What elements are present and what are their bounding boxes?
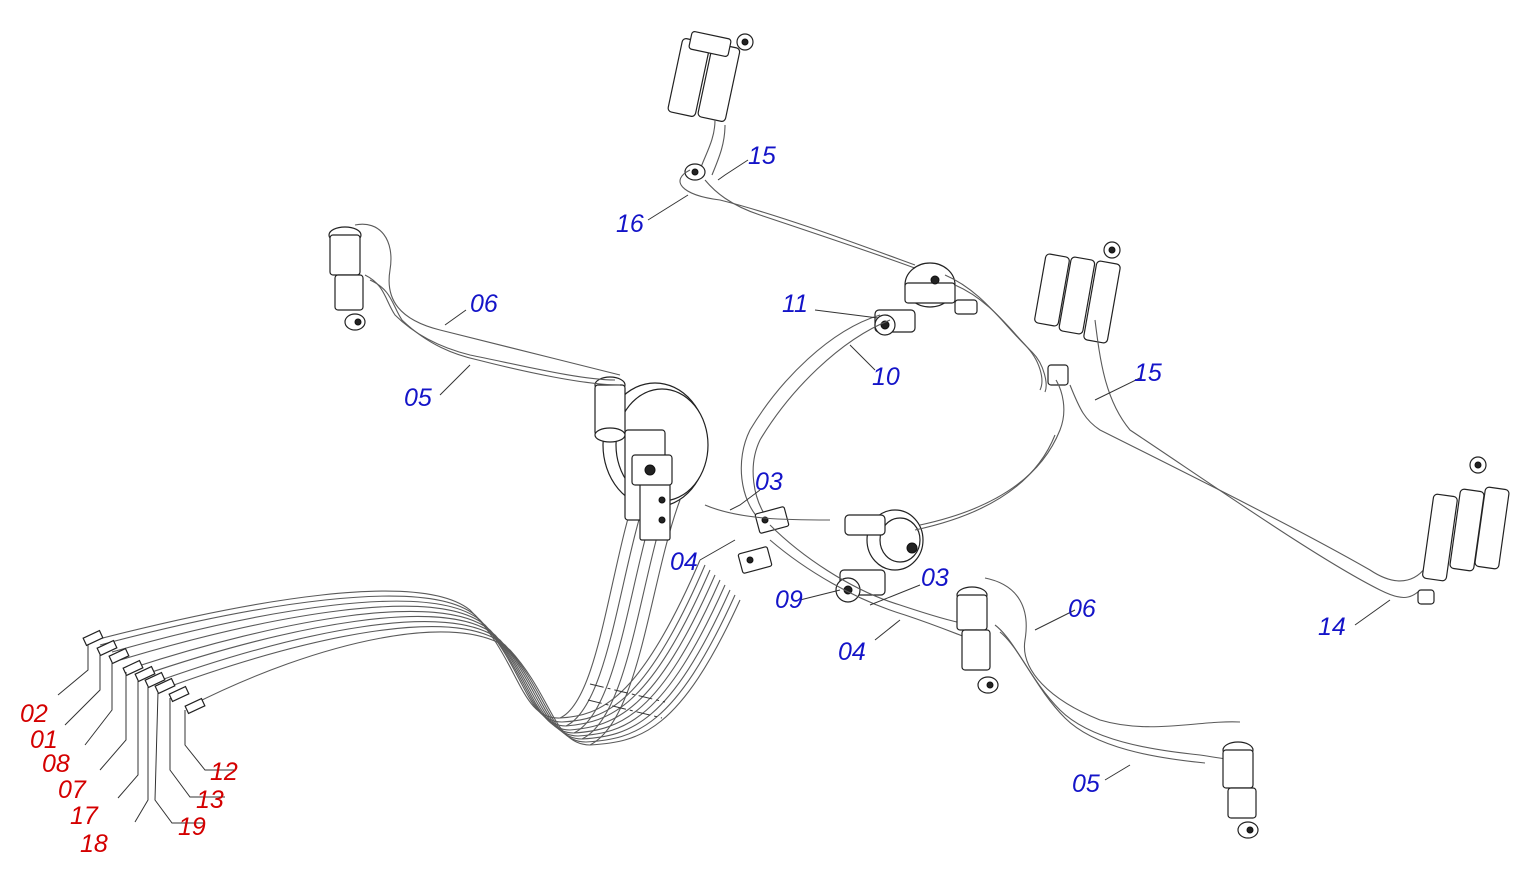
fitting-02 [82,629,104,647]
callout-label-16: 16 [616,210,644,238]
fitting-17 [134,665,156,683]
break-mark [587,683,666,719]
fitting-19 [154,677,176,695]
callout-label-03: 03 [755,468,783,496]
actuator-left-top [328,223,621,386]
callout-label-15: 15 [748,142,776,170]
actuator-right-low [1417,456,1510,605]
fitting-07 [122,659,144,677]
callout-label-06: 06 [470,290,498,318]
central-motor-drum [594,376,709,541]
actuator-lower-right [1222,741,1259,839]
fitting-08 [108,647,130,665]
callout-label-02: 02 [20,700,48,728]
callout-label-05: 05 [1072,770,1100,798]
callout-label-04: 04 [670,548,698,576]
callout-label-06: 06 [1068,595,1096,623]
callout-label-10: 10 [872,363,900,391]
callout-label-11: 11 [782,290,808,318]
actuator-top [667,30,921,271]
fitting-13 [168,685,190,703]
pump-upper [740,262,1047,523]
fitting-01 [96,639,118,657]
callout-label-19: 19 [178,813,206,841]
callout-label-04: 04 [838,638,866,666]
callout-label-08: 08 [42,750,70,778]
callout-label-15: 15 [1134,359,1162,387]
callout-label-07: 07 [58,776,87,804]
callout-label-09: 09 [775,586,803,614]
red-leaders [57,645,235,824]
callout-label-14: 14 [1318,613,1346,641]
callout-label-05: 05 [404,384,432,412]
fitting-18 [144,671,166,689]
blue-callouts: 15 16 06 05 11 10 15 03 04 09 03 04 06 14 05 [404,142,1346,798]
blue-leaders [439,159,1391,781]
callout-label-03: 03 [921,564,949,592]
callout-label-17: 17 [70,802,99,830]
fitting-12 [184,697,206,715]
callout-label-01: 01 [30,726,58,754]
callout-label-13: 13 [196,786,224,814]
actuator-right-top [1034,241,1121,386]
callout-label-12: 12 [210,758,238,786]
hose-end-fittings [82,629,206,715]
right-long-hoses [1069,319,1431,599]
valve-blocks [704,504,986,641]
motor-center-right [835,379,1065,603]
actuator-lower-mid [956,577,1241,764]
callout-label-18: 18 [80,830,108,858]
